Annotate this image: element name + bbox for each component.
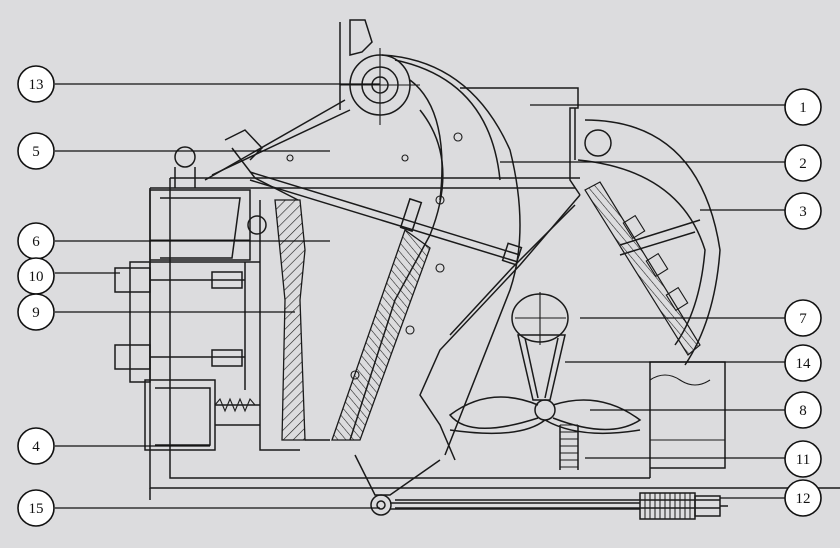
callout-label-2: 2 xyxy=(799,156,807,172)
callout-label-12: 12 xyxy=(796,491,811,507)
callout-6: 6 xyxy=(17,222,55,260)
callout-4: 4 xyxy=(17,427,55,465)
callout-5: 5 xyxy=(17,132,55,170)
callouts: 13 5 6 10 9 4 15 1 xyxy=(17,65,822,527)
housing xyxy=(419,87,581,461)
callout-2: 2 xyxy=(784,144,822,182)
flywheel-guard xyxy=(577,119,721,366)
callout-label-1: 1 xyxy=(799,100,807,116)
fixed-jaw xyxy=(224,129,330,451)
callout-label-13: 13 xyxy=(29,77,44,93)
callout-label-6: 6 xyxy=(32,234,40,250)
swing-jaw xyxy=(331,19,521,456)
callout-label-15: 15 xyxy=(29,501,44,517)
callout-label-7: 7 xyxy=(799,311,807,327)
callout-1: 1 xyxy=(784,88,822,126)
eccentric-assembly xyxy=(448,292,642,470)
callout-9: 9 xyxy=(17,293,55,331)
callout-10: 10 xyxy=(17,257,55,295)
callout-14: 14 xyxy=(784,344,822,382)
callout-8: 8 xyxy=(784,391,822,429)
callout-label-8: 8 xyxy=(799,403,807,419)
callout-label-11: 11 xyxy=(796,452,810,468)
tie-rod xyxy=(249,171,523,266)
tension-rod xyxy=(354,454,728,520)
callout-7: 7 xyxy=(784,299,822,337)
callout-label-5: 5 xyxy=(32,144,40,160)
leader-lines xyxy=(55,83,785,509)
callout-13: 13 xyxy=(17,65,55,103)
callout-11: 11 xyxy=(784,440,822,478)
callout-label-10: 10 xyxy=(29,269,44,285)
callout-15: 15 xyxy=(17,489,55,527)
callout-12: 12 xyxy=(784,479,822,517)
callout-label-14: 14 xyxy=(796,356,812,372)
callout-label-9: 9 xyxy=(32,305,40,321)
upper-toggle xyxy=(204,99,409,181)
callout-label-4: 4 xyxy=(32,439,40,455)
callout-3: 3 xyxy=(784,192,822,230)
adjusting-seat xyxy=(114,146,267,451)
callout-label-3: 3 xyxy=(799,204,807,220)
crusher-drawing xyxy=(114,19,840,520)
frame xyxy=(149,177,840,509)
